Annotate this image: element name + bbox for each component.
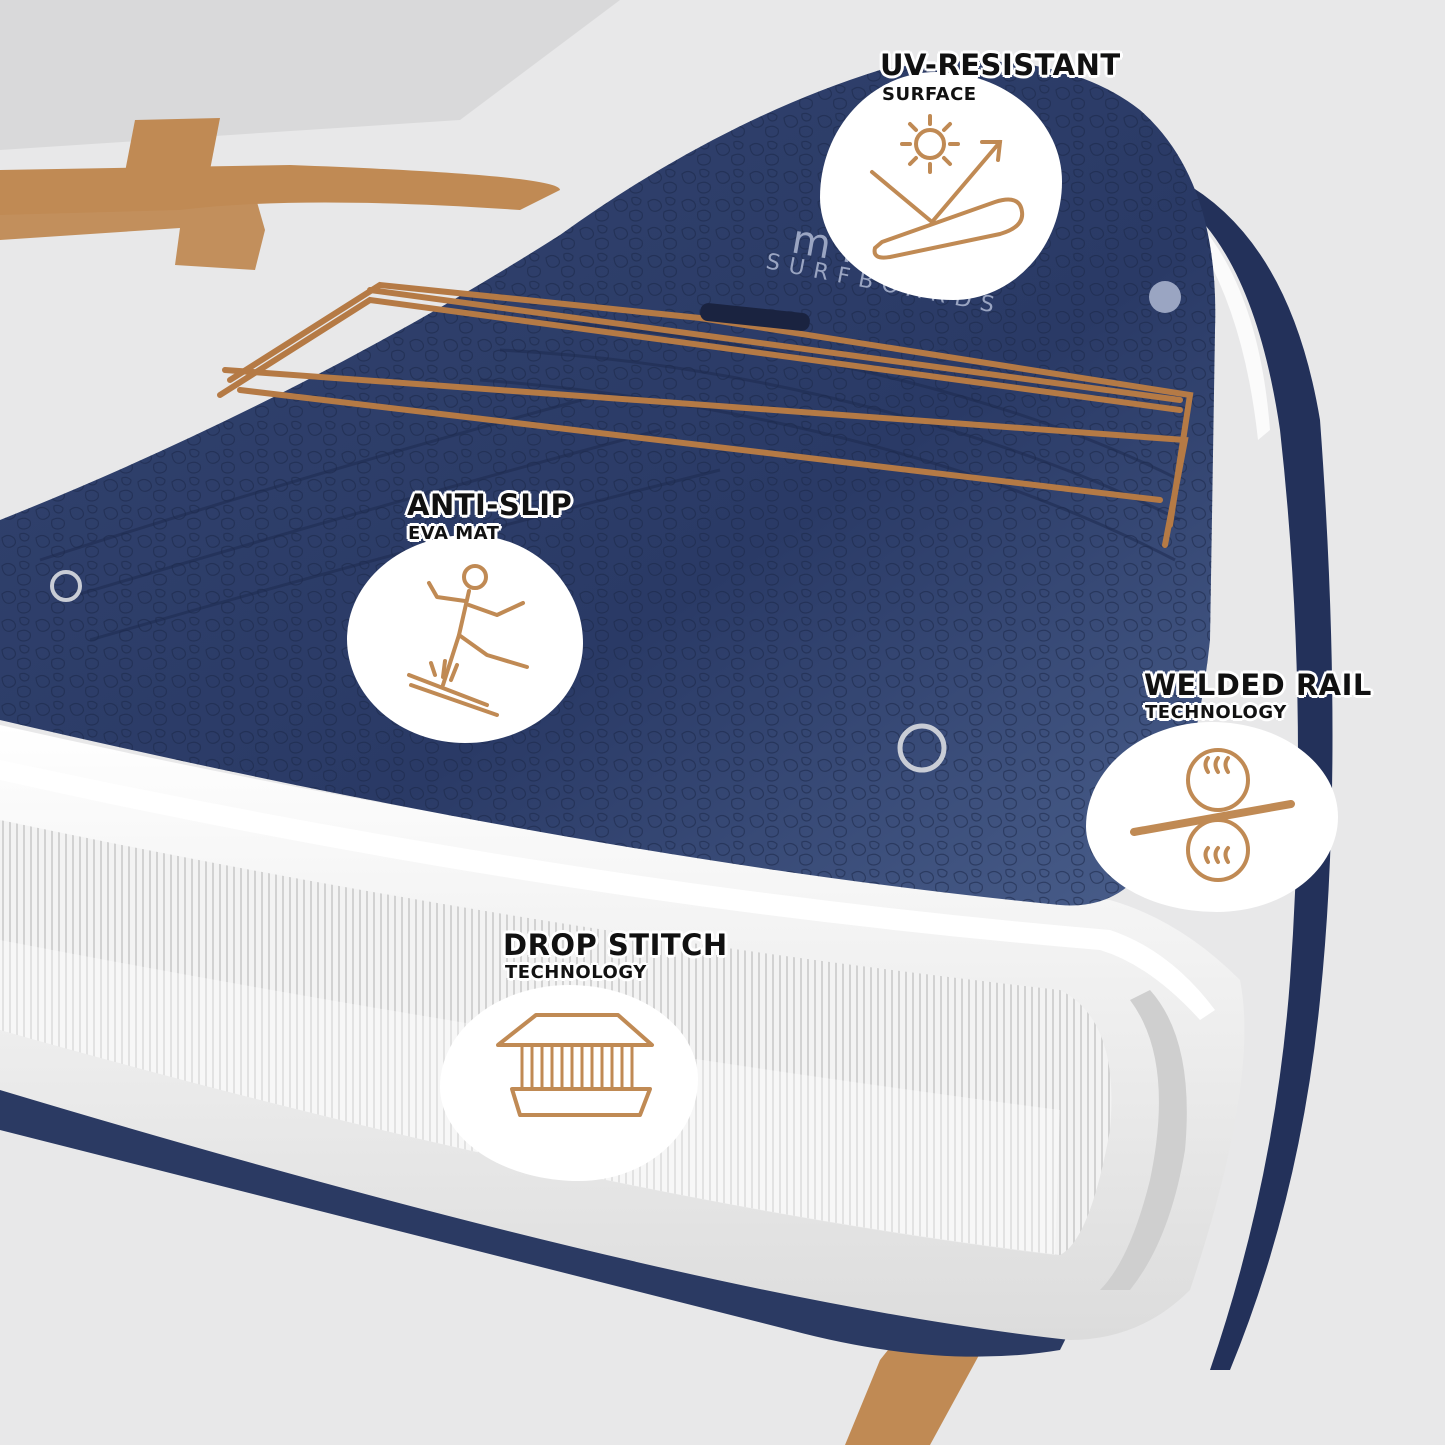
uv-sun-board-icon <box>870 114 1025 260</box>
d-ring-left <box>50 570 82 602</box>
feature-subtitle: EVA MAT <box>408 523 500 544</box>
bungee-cords <box>217 281 1194 548</box>
feature-title: DROP STITCH <box>503 928 728 962</box>
feature-badge <box>820 72 1062 300</box>
board-logo-dot <box>1149 281 1181 313</box>
d-ring-right <box>897 723 947 773</box>
feature-badge <box>1086 722 1338 912</box>
feature-title: ANTI-SLIP <box>407 488 573 522</box>
feature-title: WELDED RAIL <box>1144 668 1372 702</box>
slipping-person-icon <box>407 564 529 717</box>
feature-subtitle: TECHNOLOGY <box>505 962 647 983</box>
drop-stitch-layers-icon <box>496 1013 654 1117</box>
feature-badge <box>440 985 698 1181</box>
feature-subtitle: SURFACE <box>882 84 977 105</box>
feature-title: UV-RESISTANT <box>880 48 1121 82</box>
cord-clip <box>700 303 810 331</box>
heat-rollers-icon <box>1130 748 1295 882</box>
feature-subtitle: TECHNOLOGY <box>1145 702 1287 723</box>
feature-badge <box>347 535 583 743</box>
